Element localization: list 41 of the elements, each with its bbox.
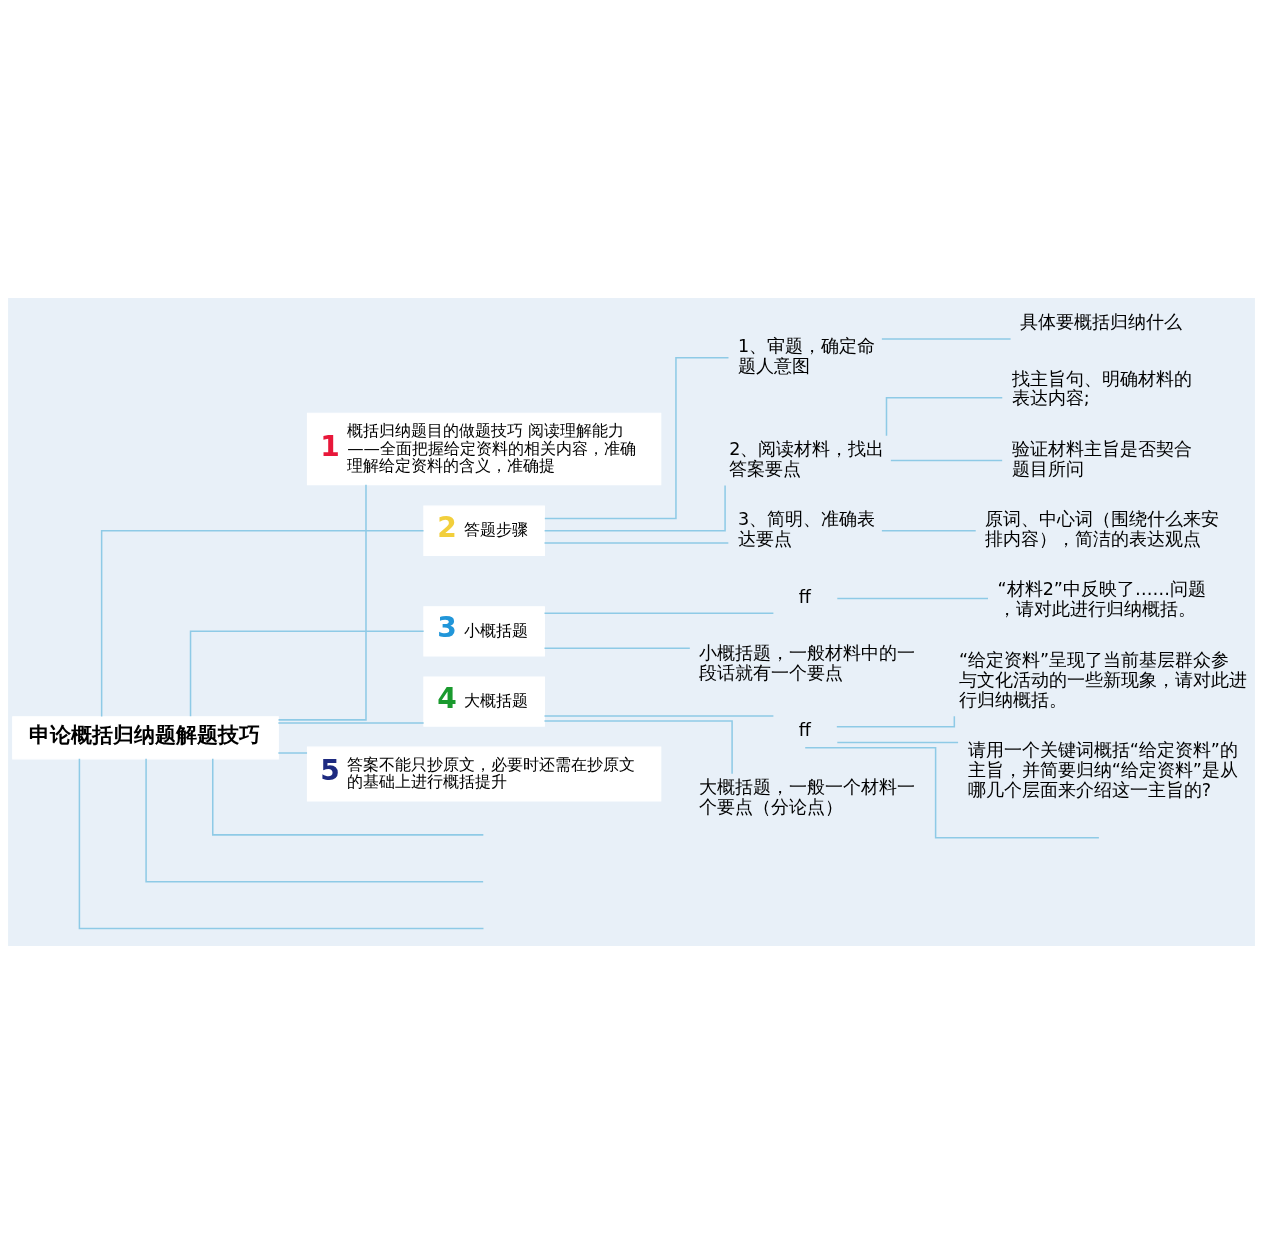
node-text: 验证材料主旨是否契合题目所问: [1011, 438, 1192, 479]
connector: [277, 484, 367, 721]
connector: [804, 747, 1100, 839]
connector: [543, 484, 726, 532]
node-text: 小概括题，一般材料中的一段话就有一个要点: [699, 643, 916, 684]
connector: [543, 720, 733, 775]
connector: [890, 459, 1003, 462]
node-box: 申论概括归纳题解题技巧: [12, 716, 279, 760]
connector: [836, 597, 989, 600]
node-text: 具体要概括归纳什么: [1020, 311, 1183, 332]
connector: [836, 741, 959, 744]
connector: [543, 647, 691, 650]
connector: [78, 758, 485, 930]
node-text: 1、审题，确定命题人意图: [737, 335, 876, 376]
connector: [212, 758, 485, 836]
connector: [145, 758, 484, 883]
node-text: 原词、中心词（围绕什么来安排内容），简洁的表达观点: [985, 508, 1220, 549]
connector: [836, 715, 956, 728]
connector: [100, 530, 425, 718]
connector: [544, 356, 730, 520]
connector: [885, 396, 1004, 437]
node-text: 找主旨句、明确材料的表达内容;: [1011, 368, 1192, 409]
node-text: “材料2”中反映了……问题，请对此进行归纳概括。: [997, 579, 1206, 619]
connector: [543, 542, 730, 544]
connector: [543, 612, 775, 614]
connector: [881, 338, 1012, 340]
node-text: “给定资料”呈现了当前基层群众参与文化活动的一些新现象，请对此进行归纳概括。: [959, 649, 1248, 710]
node-text: 2、阅读材料，找出答案要点: [729, 438, 885, 479]
node-box: 3 小概括题: [423, 606, 545, 657]
node-box: 2 答题步骤: [423, 505, 545, 556]
node-box: 4 大概括题: [423, 676, 545, 727]
node-text: ff: [798, 720, 811, 741]
node-text: 请用一个关键词概括“给定资料”的主旨，并简要归纳“给定资料”是从哪几个层面来介绍这一主旨的?: [967, 739, 1238, 800]
node-text: 3、简明、准确表达要点: [737, 508, 876, 549]
connector: [189, 630, 425, 717]
node-text: ff: [798, 586, 811, 607]
connector: [277, 722, 425, 724]
connector: [277, 752, 308, 754]
connector: [543, 715, 775, 717]
connector: [881, 530, 977, 532]
node-text: 大概括题，一般一个材料一个要点（分论点）: [699, 776, 916, 817]
